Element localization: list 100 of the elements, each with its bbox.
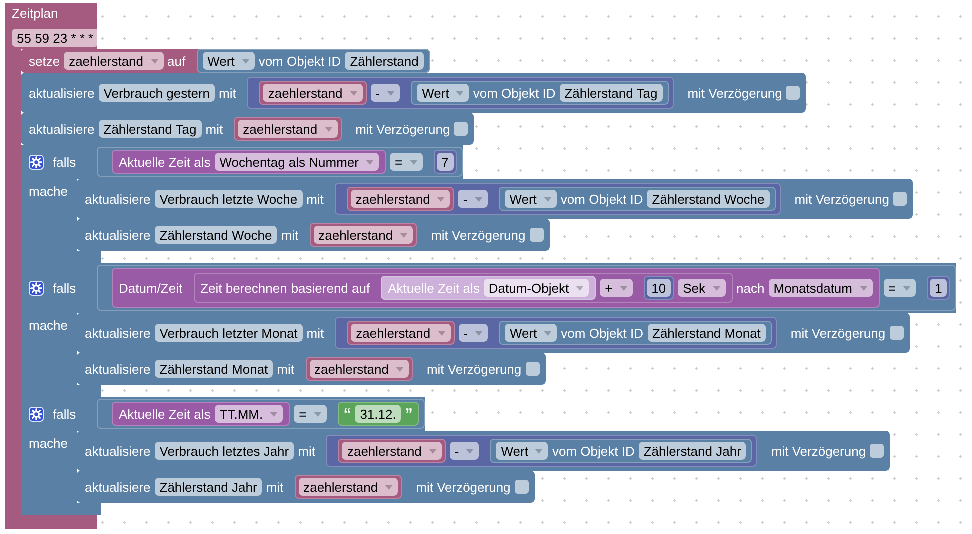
text-field: Zählerstand Tag: [98, 120, 202, 138]
text-field: Verbrauch letzte Woche: [154, 190, 303, 208]
dropdown-field: zaehlerstand: [64, 52, 164, 70]
variable-block: [294, 475, 402, 499]
block-label: vom Objekt ID: [560, 192, 644, 206]
block-label: mit: [281, 228, 299, 242]
math-operation-block: [247, 77, 674, 109]
update-block: [21, 73, 806, 113]
block-label: vom Objekt ID: [561, 326, 644, 340]
variable-block: [346, 187, 454, 211]
math-operation-block: [334, 183, 781, 215]
text-field: Zählerstand Jahr: [638, 442, 746, 460]
get-value-block: [411, 81, 669, 105]
block-label: mit Verzögerung: [794, 192, 890, 206]
text-field: Verbrauch letzter Monat: [154, 324, 303, 342]
variable-block: [306, 357, 413, 381]
block-label: mit: [298, 444, 316, 458]
dropdown-field: +: [600, 279, 633, 297]
block-label: mit Verzögerung: [790, 326, 886, 340]
variable-block: [347, 321, 455, 345]
block-label: nach: [736, 280, 765, 296]
dropdown-field: zaehlerstand: [350, 190, 450, 208]
dropdown-field: Wochentag als Nummer: [214, 153, 379, 171]
compare-block: [97, 399, 425, 429]
dropdown-field: -: [370, 84, 400, 102]
block-label: mit Verzögerung: [416, 480, 511, 494]
quote-mark: “: [344, 406, 352, 422]
block-label: mit Verzögerung: [356, 122, 450, 136]
block-label: falls: [53, 154, 76, 170]
block-label: mit Verzögerung: [688, 86, 782, 100]
quote-mark: ”: [405, 406, 413, 422]
block-label: setze: [29, 54, 60, 68]
current-time-block: [381, 276, 596, 300]
variable-block: [259, 81, 367, 105]
dropdown-field: zaehlerstand: [310, 360, 409, 378]
block-label: vom Objekt ID: [552, 444, 635, 458]
block-label: aktualisiere: [85, 326, 151, 340]
block-label: mache: [29, 184, 68, 199]
block-label: vom Objekt ID: [258, 54, 342, 68]
variable-block: [338, 439, 446, 463]
block-label: vom Objekt ID: [473, 86, 556, 100]
block-label: Zeit berechnen: [200, 280, 288, 296]
block-label: aktualisiere: [85, 192, 151, 206]
dropdown-field: zaehlerstand: [238, 120, 338, 138]
block-label: mache: [29, 436, 68, 451]
dropdown-field: =: [884, 279, 916, 297]
text-field: 10: [646, 279, 672, 297]
set-variable-block: [21, 49, 430, 73]
dropdown-field: zaehlerstand: [298, 478, 398, 496]
block-label: basierend auf: [291, 280, 370, 296]
block-label: mit Verzögerung: [771, 444, 866, 458]
text-field: Zählerstand Jahr: [154, 478, 262, 496]
block-label: aktualisiere: [29, 86, 95, 100]
date-time-block: [112, 268, 880, 308]
block-label: mit: [266, 480, 284, 494]
block-label: aktualisiere: [85, 480, 151, 494]
block-label: Zeitplan: [12, 6, 58, 21]
block-label: falls: [53, 406, 76, 422]
text-field: 1: [930, 279, 948, 297]
dropdown-field: Wert: [417, 84, 470, 102]
text-field: Verbrauch letztes Jahr: [154, 442, 294, 460]
block-label: mit Verzögerung: [426, 362, 522, 376]
current-time-block: [112, 150, 386, 174]
text-field: Zählerstand Monat: [648, 324, 766, 342]
block-label: aktualisiere: [85, 228, 151, 242]
compare-block: [97, 265, 956, 311]
dropdown-field: =: [390, 153, 423, 171]
get-value-block: [490, 439, 752, 463]
dropdown-field: -: [458, 324, 488, 342]
text-field: Zählerstand: [345, 52, 424, 70]
block-label: mache: [29, 318, 68, 333]
dropdown-field: -: [450, 442, 480, 460]
text-field: Zählerstand Woche: [154, 226, 278, 244]
update-block: [21, 113, 474, 145]
get-value-block: [498, 187, 776, 211]
dropdown-field: Datum-Objekt: [484, 279, 590, 297]
dropdown-field: TT.MM.: [214, 405, 284, 423]
block-label: mit: [277, 362, 295, 376]
text-field: Verbrauch gestern: [98, 84, 215, 102]
text-field: Zählerstand Woche: [647, 190, 770, 208]
time-calculation-block: [194, 273, 733, 303]
dropdown-field: -: [458, 190, 488, 208]
variable-block: [234, 117, 342, 141]
text-field: 55 59 23 * * *: [12, 29, 99, 47]
compare-block: [97, 147, 463, 177]
variable-block: [310, 223, 418, 247]
dropdown-field: zaehlerstand: [314, 226, 414, 244]
text-field: Zählerstand Tag: [560, 84, 663, 102]
math-operation-block: [335, 317, 777, 349]
dropdown-field: Monatsdatum: [768, 279, 872, 297]
block-label: Aktuelle Zeit als: [119, 406, 211, 422]
block-label: Datum/Zeit: [119, 280, 183, 296]
dropdown-field: zaehlerstand: [351, 324, 451, 342]
block-label: falls: [53, 280, 76, 296]
block-label: mit: [219, 86, 236, 100]
text-field: Zählerstand Monat: [154, 360, 274, 378]
block-label: aktualisiere: [85, 444, 151, 458]
text-block: [338, 402, 419, 426]
dropdown-field: zaehlerstand: [263, 84, 363, 102]
dropdown-field: zaehlerstand: [342, 442, 442, 460]
